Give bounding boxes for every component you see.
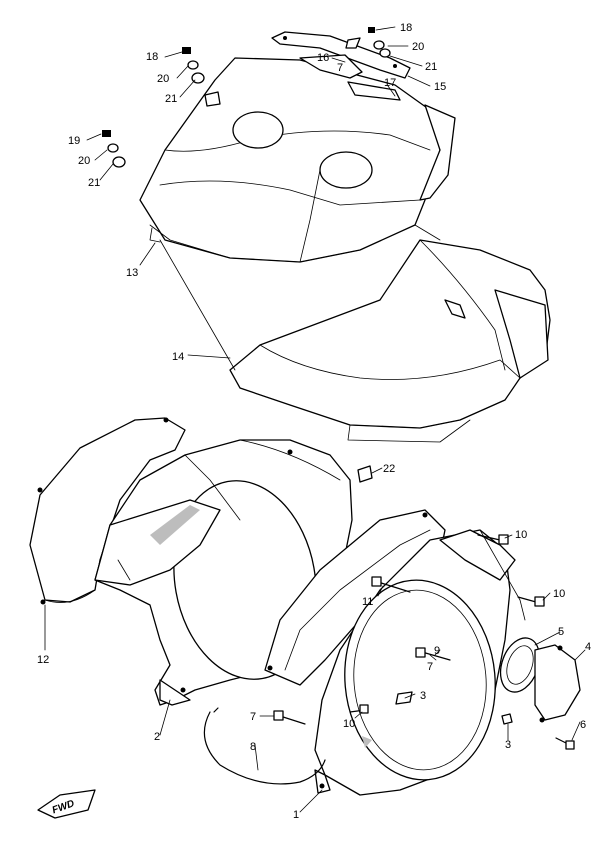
callout-2: 2 [154,731,160,743]
callout-4: 4 [585,641,591,653]
callout-17: 17 [384,77,396,89]
callout-10-right: 10 [553,588,565,600]
callout-7-lower: 7 [250,711,256,723]
callout-9: 9 [434,645,440,657]
bolt-part-11 [371,576,411,593]
bracket-part-16 [299,54,363,79]
callout-11: 11 [362,596,373,608]
bolt-part-9 [415,647,451,661]
callout-19: 19 [68,135,80,147]
nut-washer-stack-left-lower [102,130,126,168]
alignment-guide-lines [159,224,441,371]
callout-21-top: 21 [425,61,437,73]
bolt-part-10-right [517,596,545,607]
callout-22: 22 [383,463,395,475]
callout-13: 13 [126,267,138,279]
callout-1: 1 [293,809,299,821]
clip-part-22 [357,465,373,483]
callout-21-lower: 21 [88,177,100,189]
callout-labels: 18 20 21 15 16 7 17 18 20 21 19 20 21 13… [37,22,591,821]
callout-10-lower: 10 [343,718,355,730]
gasket-part-12 [29,417,186,605]
front-cover-part-1 [314,529,526,796]
leader-lines [44,26,586,813]
clip-part-3 [501,713,513,725]
callout-16: 16 [317,52,329,64]
callout-3-right: 3 [505,739,511,751]
bracket-part-17 [347,81,401,101]
callout-7-mid: 7 [427,661,433,673]
lower-shroud-part-14 [229,239,551,443]
callout-12: 12 [37,654,49,666]
bolt-part-7 [273,710,306,725]
callout-8: 8 [250,741,256,753]
nut-washer-stack-top-right [368,27,391,58]
callout-18-left: 18 [146,51,158,63]
callout-20-top: 20 [412,41,424,53]
callout-7-top: 7 [337,62,343,74]
screw-part-6 [555,737,575,750]
nut-washer-stack-left-upper [182,47,205,84]
upper-shroud-part-13 [139,57,456,263]
callout-21-left: 21 [165,93,177,105]
callout-5: 5 [558,626,564,638]
callout-14: 14 [172,351,184,363]
callout-3-mid: 3 [420,690,426,702]
gasket-part-8 [203,707,326,785]
tab-part-top [345,37,361,49]
callout-20-left: 20 [157,73,169,85]
callout-20-lower: 20 [78,155,90,167]
bolt-part-10-upper [477,534,509,545]
callout-15: 15 [434,81,446,93]
callout-18-top: 18 [400,22,412,34]
forward-direction-marker: FWD [37,789,96,819]
cap-part-4 [534,644,581,723]
callout-6: 6 [580,719,586,731]
callout-10-upper: 10 [515,529,527,541]
bolt-part-10-lower [349,704,369,714]
